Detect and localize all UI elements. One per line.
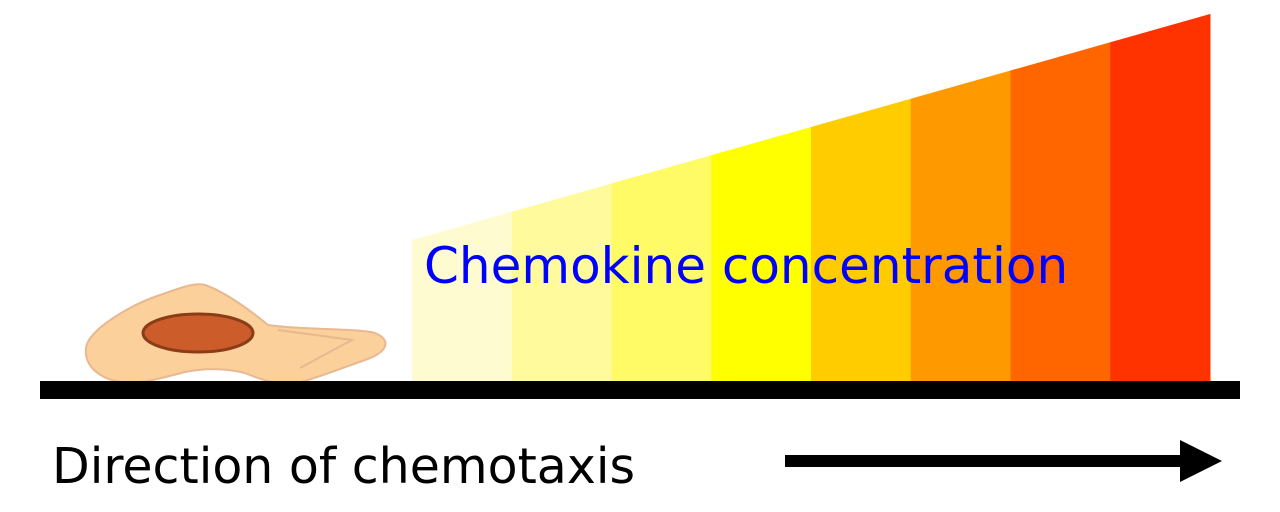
cell-nucleus — [141, 312, 255, 354]
gradient-band-1 — [412, 211, 513, 383]
direction-arrow-icon — [785, 440, 1222, 482]
gradient-band-4 — [711, 126, 812, 383]
gradient-band-5 — [811, 98, 912, 383]
gradient-band-3 — [611, 155, 712, 383]
gradient-band-6 — [910, 70, 1011, 383]
direction-label: Direction of chemotaxis — [52, 438, 635, 495]
chemokine-gradient — [412, 13, 1211, 383]
cell-fold-line — [277, 329, 356, 369]
surface-line — [40, 381, 1240, 399]
chemokine-concentration-label: Chemokine concentration — [424, 237, 1068, 295]
gradient-band-8 — [1110, 13, 1211, 383]
gradient-band-2 — [511, 183, 612, 383]
cell — [84, 283, 387, 385]
gradient-band-7 — [1010, 42, 1111, 383]
